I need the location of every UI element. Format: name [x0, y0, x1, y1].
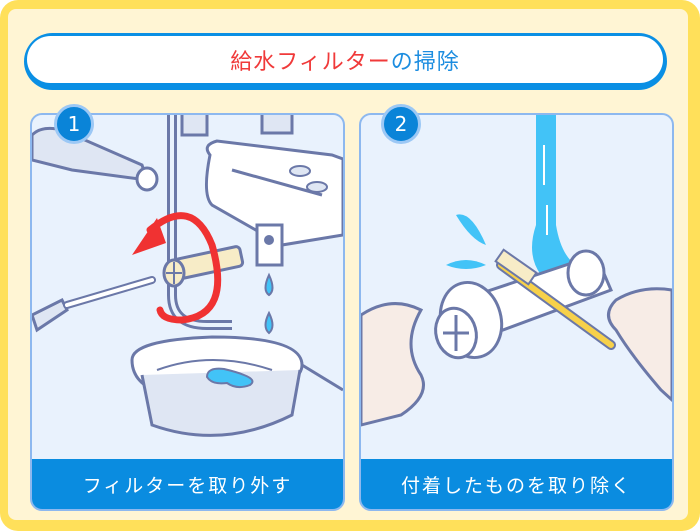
water-stream-icon [532, 115, 576, 275]
title-part-red: 給水フィルター [230, 49, 391, 75]
water-drop-icon [264, 272, 274, 335]
toothbrush-icon [494, 248, 616, 350]
splash-icon [446, 214, 486, 269]
rotate-arrow-icon [132, 212, 222, 324]
faucet-filter-removal-illustration [32, 115, 343, 437]
step-1-caption: フィルターを取り外す [32, 459, 343, 509]
title-part-blue: の掃除 [390, 49, 460, 75]
step-1-number-badge: 1 [54, 104, 94, 144]
hand-icon [361, 287, 672, 427]
title-banner: 給水フィルターの掃除 [24, 33, 667, 90]
faucet-icon [180, 115, 343, 267]
wall-valve-icon [32, 126, 159, 192]
step-2-number-badge: 2 [381, 104, 421, 144]
step-2-caption: 付着したものを取り除く [361, 459, 672, 509]
screwdriver-icon [32, 276, 156, 333]
filter-icon [162, 245, 245, 288]
step-1-panel: フィルターを取り外す [30, 113, 345, 511]
step-2-panel: 付着したものを取り除く [359, 113, 674, 511]
filter-icon [434, 249, 614, 360]
page-title: 給水フィルターの掃除 [27, 36, 663, 83]
bowl-icon [130, 335, 343, 437]
filter-brushing-illustration [361, 115, 672, 427]
